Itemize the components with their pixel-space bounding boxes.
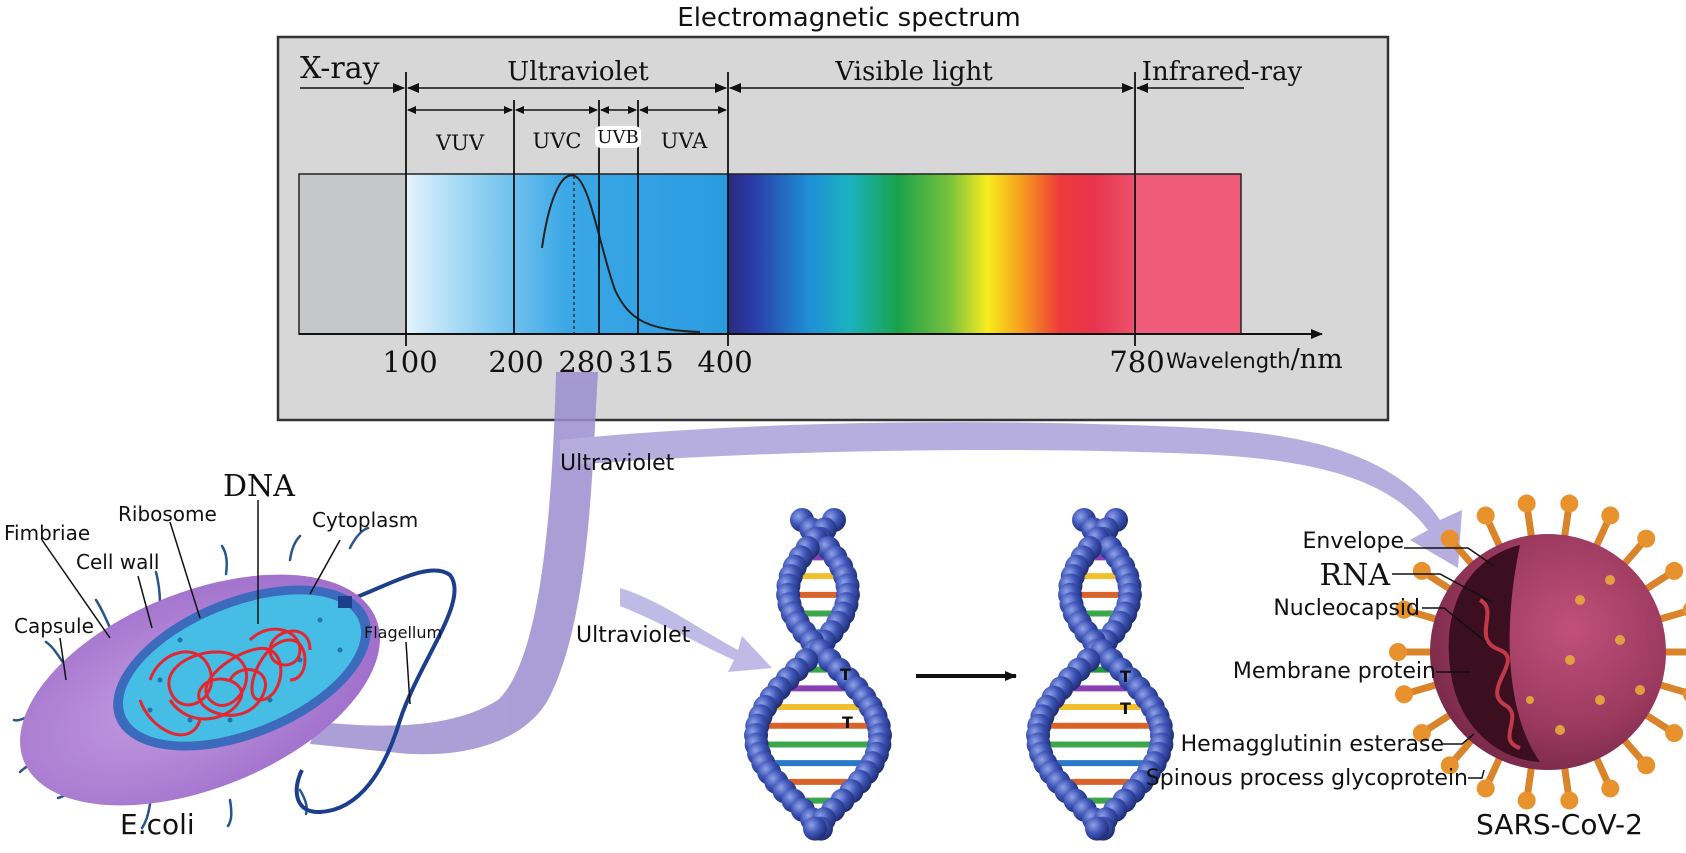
- virus-leader-lines: [1392, 547, 1495, 779]
- spike-head: [1637, 756, 1656, 775]
- uvb-label: UVB: [597, 127, 638, 148]
- spike-head: [1395, 685, 1414, 704]
- spike-head: [1440, 529, 1459, 548]
- wavelength-axis-label: Wavelength/nm: [1166, 344, 1343, 375]
- tick-label: 200: [488, 345, 543, 379]
- hemagglutinin-esterase-label: Hemagglutinin esterase: [1181, 732, 1444, 757]
- capsule-label: Capsule: [14, 614, 94, 638]
- envelope-label: Envelope: [1303, 529, 1404, 554]
- thymine-label: T: [842, 713, 853, 732]
- spectrum-panel: Electromagnetic spectrum X-ray Ult: [276, 3, 1390, 422]
- uv-band: [406, 174, 728, 334]
- flagellum-label: Flagellum: [364, 623, 442, 642]
- thymine-label: T: [1120, 699, 1131, 718]
- virus-rna-strand: [1478, 598, 1521, 750]
- ecoli-leader-lines: [41, 500, 411, 705]
- spike-head: [1682, 602, 1686, 617]
- rna-label: RNA: [1319, 558, 1390, 593]
- ecoli-name: E.coli: [120, 808, 195, 841]
- virus-illustration: Envelope RNA Nucleocapsid Membrane prote…: [1146, 494, 1686, 841]
- uva-label: UVA: [661, 129, 708, 153]
- spike-head: [1637, 529, 1656, 548]
- virus-cutaway: [1448, 545, 1540, 762]
- axis-label-main: Wavelength: [1166, 349, 1291, 373]
- tick-label: 400: [697, 345, 752, 379]
- spike-head: [1601, 779, 1620, 798]
- nucleocapsid-label: Nucleocapsid: [1273, 596, 1420, 621]
- dna-tangle: [138, 627, 312, 737]
- spike-head: [1665, 561, 1684, 580]
- spike-head: [1517, 791, 1536, 810]
- uvb-label-badge: [595, 126, 641, 148]
- spike-head: [1440, 756, 1459, 775]
- beam-to-dna: [620, 588, 772, 672]
- ultraviolet-beam-label-mid: Ultraviolet: [576, 623, 691, 648]
- virus-name: SARS-CoV-2: [1476, 808, 1643, 841]
- spike-head: [1412, 724, 1431, 743]
- uv-beams: [310, 372, 1462, 755]
- flagellum: [294, 568, 457, 815]
- backbone-bead-b: [1085, 816, 1110, 841]
- cytoplasm-label: Cytoplasm: [312, 508, 418, 532]
- spectrum-title: Electromagnetic spectrum: [677, 3, 1020, 33]
- cell-wall-label: Cell wall: [76, 550, 159, 574]
- dna-after: [1026, 508, 1174, 841]
- vuv-label: VUV: [435, 131, 485, 155]
- visible-light-label: Visible light: [834, 57, 993, 87]
- ecoli-illustration: Fimbriae Ribosome DNA Cytoplasm Cell wal…: [4, 469, 457, 841]
- flagellum-base: [338, 596, 352, 608]
- xray-band: [299, 174, 406, 334]
- infrared-label: Infrared-ray: [1142, 57, 1303, 87]
- beam-to-virus: [560, 422, 1462, 568]
- ribosome-label: Ribosome: [118, 502, 217, 526]
- spike-head: [1476, 779, 1495, 798]
- spike-head: [1476, 506, 1495, 525]
- backbone-bead-b: [803, 816, 828, 841]
- dna-label: DNA: [223, 469, 295, 504]
- tick-label: 100: [382, 345, 437, 379]
- beam-to-ecoli: [310, 372, 598, 755]
- thymine-label: T: [840, 665, 851, 684]
- ultraviolet-beam-label-top: Ultraviolet: [560, 451, 675, 476]
- spike-head: [1601, 506, 1620, 525]
- xray-label: X-ray: [300, 51, 380, 86]
- axis-label-unit: /nm: [1291, 344, 1343, 375]
- thymine-label: T: [1120, 667, 1131, 686]
- tick-label: 780: [1109, 345, 1164, 379]
- spike-head: [1560, 494, 1579, 513]
- dna-before: [744, 508, 892, 841]
- fimbriae-label: Fimbriae: [4, 521, 90, 545]
- ultraviolet-region-label: Ultraviolet: [507, 57, 649, 87]
- spinous-glycoprotein-label: Spinous process glycoprotein: [1146, 766, 1468, 791]
- spike-head: [1560, 791, 1579, 810]
- uvc-label: UVC: [533, 129, 582, 153]
- tick-label: 315: [618, 345, 673, 379]
- germicidal-curve: [541, 174, 701, 333]
- spike-head: [1682, 687, 1686, 702]
- membrane-protein-label: Membrane protein: [1233, 659, 1436, 684]
- infrared-band: [1133, 174, 1241, 334]
- spike-head: [1389, 643, 1407, 661]
- membrane-dots: [1526, 575, 1645, 735]
- visible-band: [728, 174, 1133, 334]
- spike-head: [1412, 561, 1431, 580]
- spike-head: [1665, 724, 1684, 743]
- spike-head: [1395, 600, 1414, 619]
- spike-head: [1517, 494, 1536, 513]
- ribosome-dots: [147, 617, 343, 723]
